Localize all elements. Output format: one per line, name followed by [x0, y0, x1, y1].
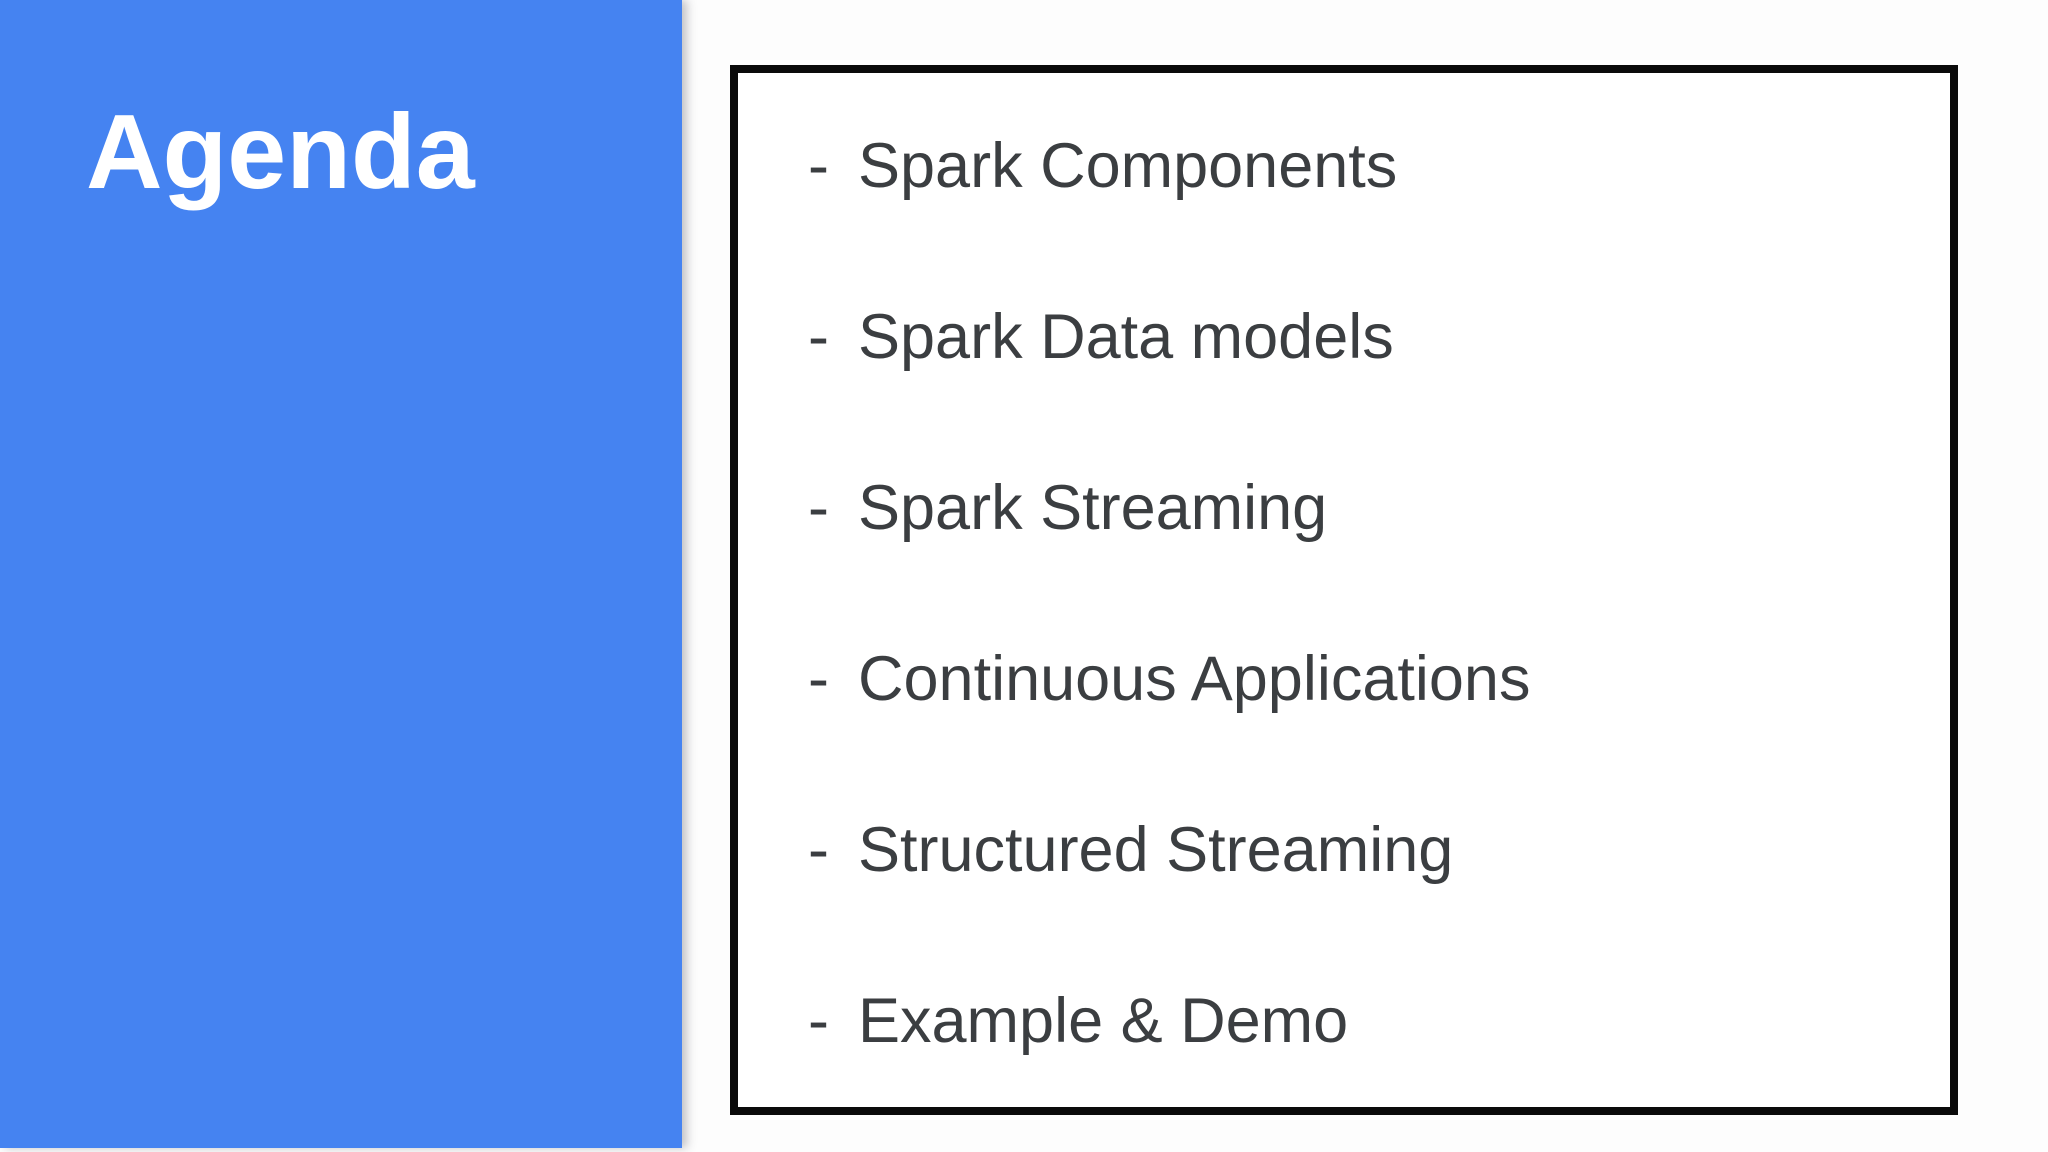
agenda-list: - Spark Components - Spark Data models -…: [738, 73, 1950, 1107]
agenda-item-label: Spark Streaming: [858, 473, 1328, 543]
agenda-item-label: Example & Demo: [858, 986, 1349, 1056]
list-item: - Spark Data models: [808, 306, 1930, 369]
agenda-item-label: Structured Streaming: [858, 815, 1454, 885]
list-item: - Continuous Applications: [808, 648, 1930, 711]
bullet-dash: -: [808, 815, 829, 885]
bullet-dash: -: [808, 131, 829, 201]
bullet-dash: -: [808, 473, 829, 543]
list-item: - Spark Streaming: [808, 477, 1930, 540]
bullet-dash: -: [808, 644, 829, 714]
list-item: - Structured Streaming: [808, 819, 1930, 882]
bullet-dash: -: [808, 986, 829, 1056]
bullet-dash: -: [808, 302, 829, 372]
list-item: - Example & Demo: [808, 990, 1930, 1053]
list-item: - Spark Components: [808, 135, 1930, 198]
agenda-box: - Spark Components - Spark Data models -…: [730, 65, 1958, 1115]
slide-title: Agenda: [86, 93, 475, 211]
agenda-item-label: Continuous Applications: [858, 644, 1531, 714]
title-panel: Agenda: [0, 0, 682, 1148]
agenda-item-label: Spark Data models: [858, 302, 1394, 372]
agenda-item-label: Spark Components: [858, 131, 1398, 201]
